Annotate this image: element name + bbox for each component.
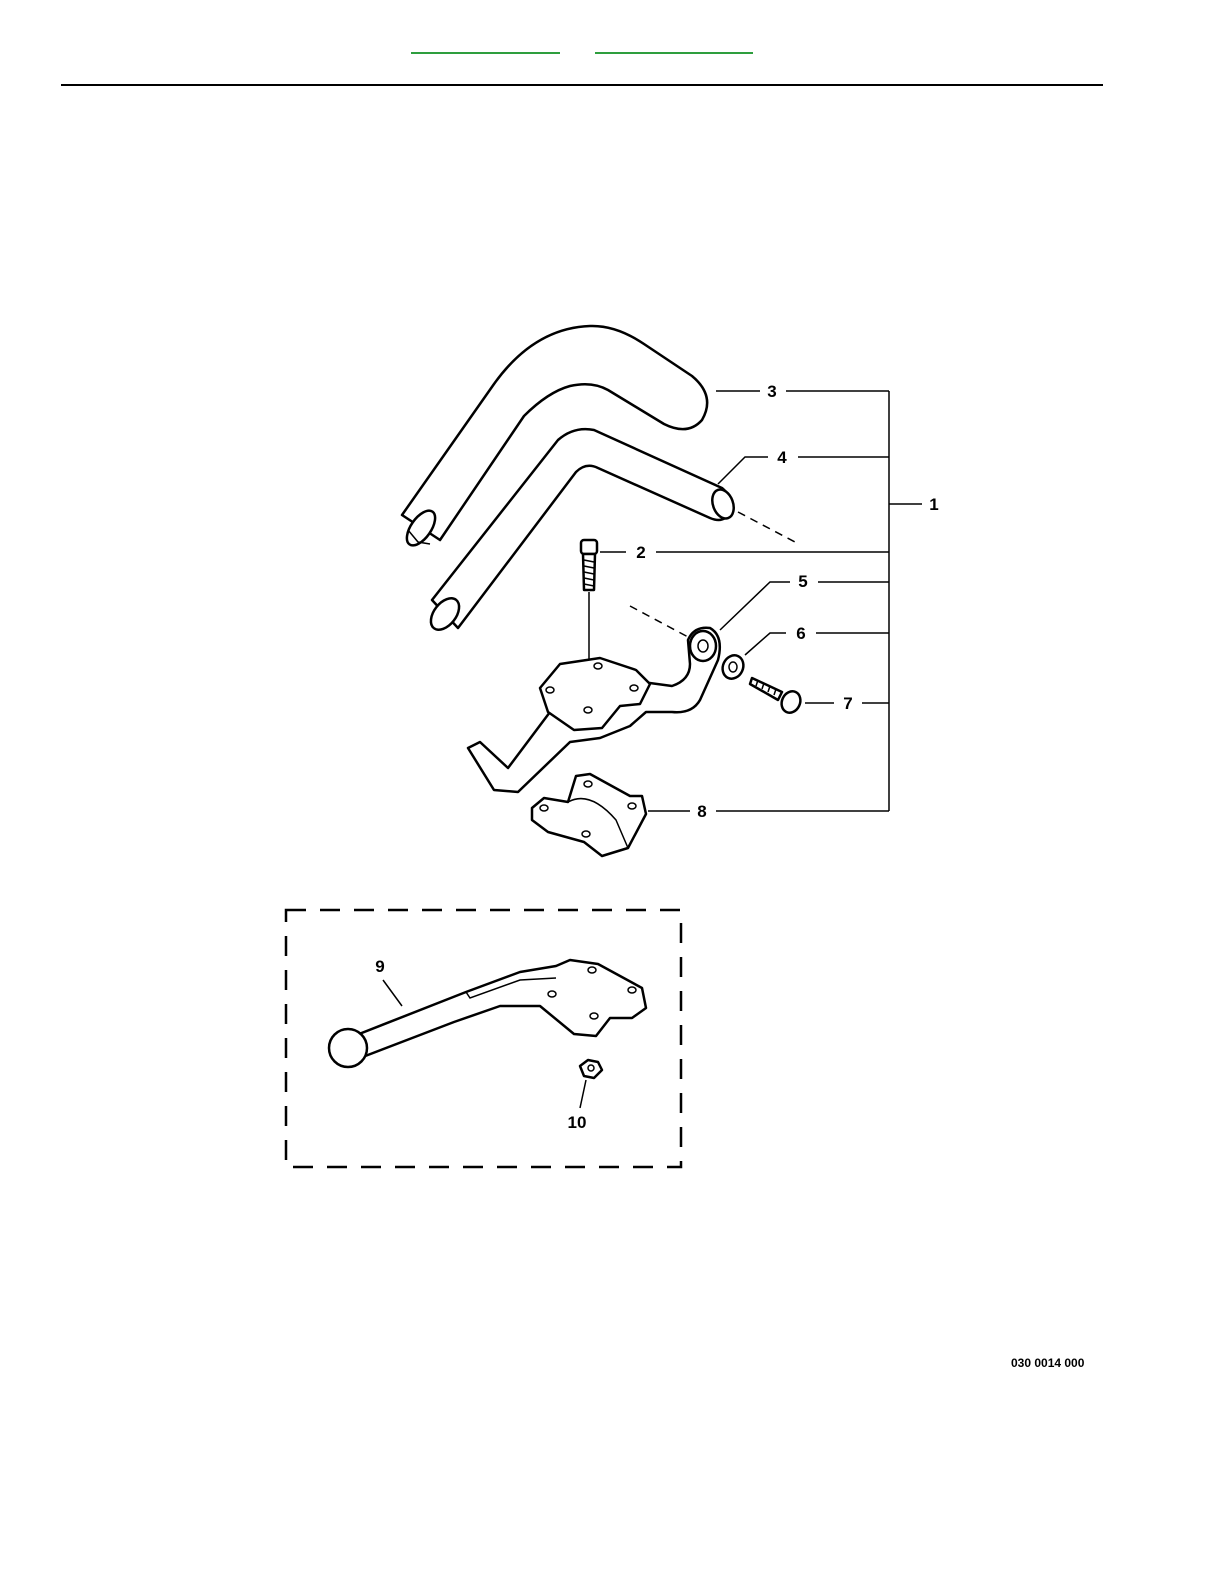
- callout-8: 8: [697, 802, 706, 821]
- part-7-screw: [750, 678, 804, 716]
- part-6-washer: [719, 652, 747, 682]
- part-9-loop-handle: [329, 960, 646, 1067]
- drawing-number: 030 0014 000: [1011, 1356, 1084, 1370]
- callout-1: 1: [929, 495, 938, 514]
- callout-5: 5: [798, 572, 807, 591]
- callout-10: 10: [568, 1113, 587, 1132]
- callout-2: 2: [636, 543, 645, 562]
- callout-7: 7: [843, 694, 852, 713]
- part-3-handle-grip: [401, 326, 707, 550]
- part-5-handle-bracket: [468, 606, 720, 792]
- callout-3: 3: [767, 382, 776, 401]
- callout-9: 9: [375, 957, 384, 976]
- part-10-nut: [580, 1060, 602, 1108]
- callout-4: 4: [777, 448, 787, 467]
- callout-6: 6: [796, 624, 805, 643]
- part-8-lower-clamp: [532, 774, 646, 856]
